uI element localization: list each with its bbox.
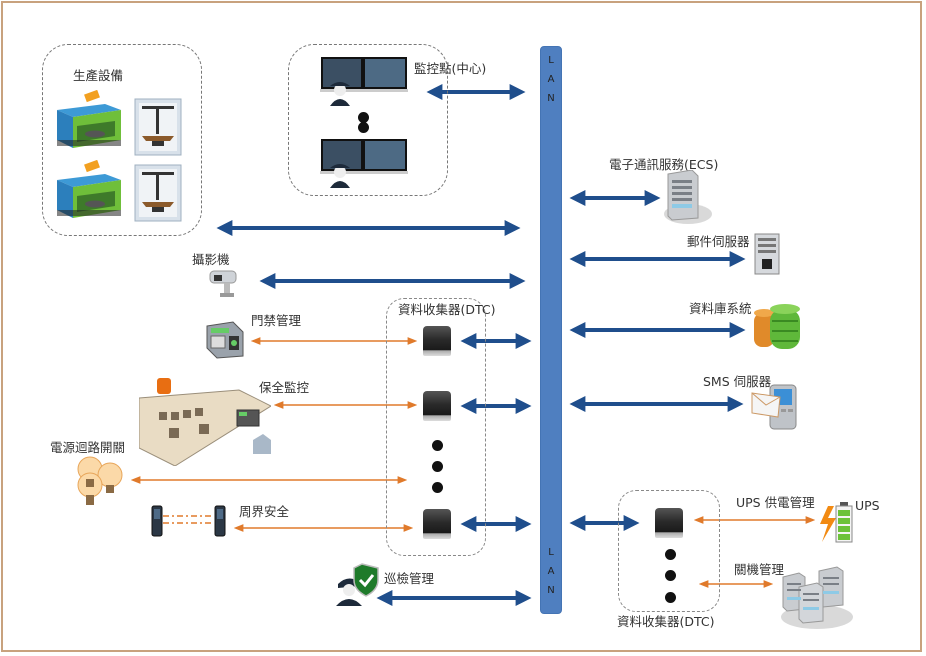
lan-label-top: L A N (541, 51, 561, 108)
data-collector-icon (423, 391, 451, 421)
ecs-label: 電子通訊服務(ECS) (609, 157, 719, 172)
3d-printer-icon (134, 164, 182, 222)
dtc-right-label: 資料收集器(DTC) (617, 614, 715, 629)
perimeter-sensor-icon (214, 505, 226, 537)
lan-letter: A (547, 566, 555, 577)
building-floorplan-icon (139, 378, 271, 466)
machining-center-icon (57, 90, 121, 148)
ellipsis-dot (665, 592, 676, 603)
data-collector-icon (655, 508, 683, 538)
production-label: 生產設備 (73, 68, 124, 83)
ups-battery-icon (820, 502, 853, 543)
production-group (42, 44, 202, 236)
data-collector-icon (423, 326, 451, 356)
access-control-label: 門禁管理 (251, 313, 302, 328)
machining-center-icon (57, 160, 121, 218)
power-circuit-label: 電源迴路開關 (50, 440, 126, 455)
data-collector-icon (423, 509, 451, 539)
access-control-terminal-icon (206, 321, 244, 359)
lan-label-bottom: L A N (541, 543, 561, 600)
lan-letter: N (547, 93, 555, 104)
ecs-server-icon (664, 170, 712, 224)
lan-letter: A (547, 74, 555, 85)
ellipsis-dot (358, 122, 369, 133)
perimeter-sensor-icon (151, 505, 163, 537)
mail-server-icon (754, 233, 780, 275)
database-system-label: 資料庫系統 (689, 301, 752, 316)
lan-letter: L (548, 547, 554, 558)
shutdown-management-label: 關機管理 (734, 562, 785, 577)
monitor-center-label: 監控點(中心) (414, 61, 487, 76)
ellipsis-dot (432, 482, 443, 493)
ups-management-label: UPS 供電管理 (736, 495, 815, 510)
ellipsis-dot (432, 440, 443, 451)
lan-backbone: L A N L A N (540, 46, 562, 614)
dtc-right-group (618, 490, 720, 612)
lan-letter: L (548, 55, 554, 66)
ellipsis-dot (432, 461, 443, 472)
database-icon (754, 304, 800, 349)
dtc-left-label: 資料收集器(DTC) (398, 302, 496, 317)
camera-icon (209, 270, 237, 297)
patrol-guard-shield-icon (336, 563, 379, 606)
patrol-management-label: 巡檢管理 (384, 571, 435, 586)
guard-workstation-icon (320, 57, 408, 106)
guard-workstation-icon (320, 139, 408, 188)
sms-server-label: SMS 伺服器 (703, 374, 772, 389)
sms-phone-envelope-icon (751, 384, 797, 430)
ups-device-label: UPS (855, 498, 880, 513)
mail-server-label: 郵件伺服器 (687, 234, 750, 249)
ellipsis-dot (665, 570, 676, 581)
ellipsis-dot (665, 549, 676, 560)
security-monitoring-label: 保全監控 (259, 380, 310, 395)
monitor-center-group (288, 44, 448, 196)
server-cluster-icon (781, 566, 853, 629)
lan-letter: N (547, 585, 555, 596)
camera-label: 攝影機 (192, 252, 230, 267)
perimeter-security-label: 周界安全 (239, 504, 290, 519)
dtc-left-group (386, 298, 486, 556)
ellipsis-dot (358, 112, 369, 123)
light-bulbs-icon (77, 456, 123, 505)
3d-printer-icon (134, 98, 182, 156)
